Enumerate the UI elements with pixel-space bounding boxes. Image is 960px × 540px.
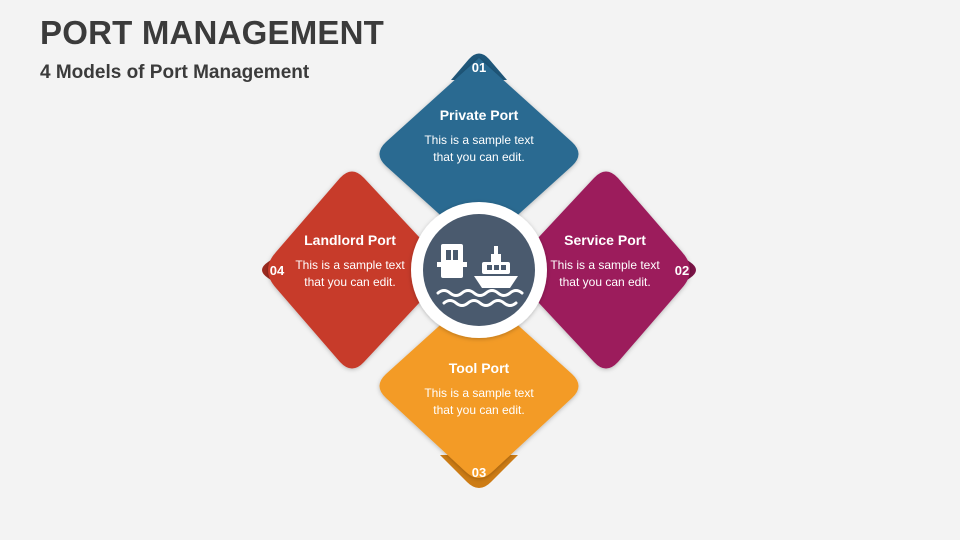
private-port-block bbox=[379, 53, 579, 222]
service-port-number: 02 bbox=[674, 263, 690, 278]
landlord-port-title: Landlord Port bbox=[304, 232, 396, 248]
landlord-port-text: Landlord Port This is a sample text that… bbox=[293, 231, 407, 291]
private-port-text: Private Port This is a sample text that … bbox=[419, 106, 539, 166]
service-port-block bbox=[538, 171, 696, 369]
tool-port-number: 03 bbox=[471, 465, 487, 480]
center-hub bbox=[411, 202, 547, 338]
tool-port-shape bbox=[379, 318, 579, 478]
tool-port-description: This is a sample text that you can edit. bbox=[424, 386, 534, 417]
service-port-text: Service Port This is a sample text that … bbox=[548, 231, 662, 291]
tool-port-title: Tool Port bbox=[448, 360, 510, 376]
port-ship-icon bbox=[436, 244, 524, 307]
landlord-port-shape bbox=[268, 171, 420, 369]
page-title: PORT MANAGEMENT bbox=[40, 14, 384, 51]
service-port-title: Service Port bbox=[564, 232, 646, 248]
center-hub-disc bbox=[423, 214, 535, 326]
landlord-port-block bbox=[262, 171, 420, 369]
landlord-port-number: 04 bbox=[269, 263, 285, 278]
tool-port-text: Tool Port This is a sample text that you… bbox=[419, 359, 539, 419]
page-subtitle: 4 Models of Port Management bbox=[40, 62, 310, 83]
landlord-port-description: This is a sample text that you can edit. bbox=[295, 258, 405, 289]
private-port-description: This is a sample text that you can edit. bbox=[424, 133, 534, 164]
private-port-number: 01 bbox=[471, 60, 487, 75]
tool-port-block bbox=[379, 318, 579, 488]
service-port-shape bbox=[538, 171, 690, 369]
service-port-description: This is a sample text that you can edit. bbox=[550, 258, 660, 289]
private-port-title: Private Port bbox=[439, 107, 519, 123]
private-port-shape bbox=[379, 58, 579, 222]
